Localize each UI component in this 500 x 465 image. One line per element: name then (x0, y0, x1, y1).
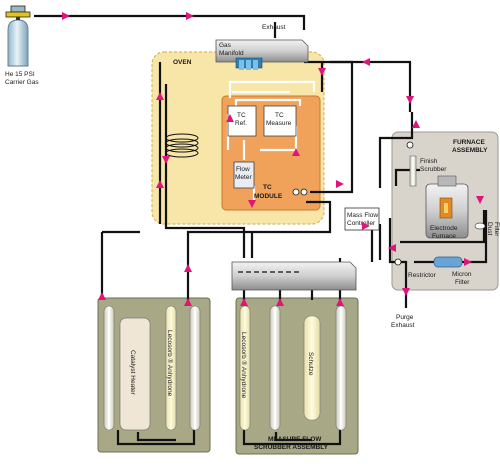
he-carrier-gas-tank (5, 5, 31, 67)
micron-filter-label-1: Micron (452, 271, 472, 278)
oven-coil (165, 133, 199, 158)
purge-exhaust-label-1: Purge (396, 314, 414, 321)
oven-label: OVEN (173, 59, 192, 66)
finish-scrubber-label-2: Scrubber (420, 166, 447, 173)
measure-flow-label-2: SCRUBBER ASSEMBLY (254, 444, 329, 451)
he-tank-label-2: Carrier Gas (5, 79, 39, 86)
dust-filter (474, 222, 486, 230)
lecosorb-right-label: Lecosorb ® Anhydrone (240, 332, 248, 399)
micron-filter (433, 256, 463, 268)
dust-filter-label-2: Filter (493, 222, 500, 237)
lecosorb-left-label: Lecosorb ® Anhydrone (166, 330, 174, 397)
gas-manifold-label-2: Manifold (219, 50, 244, 57)
measure-flow-scrubber-panel (235, 297, 359, 455)
tc-measure-label-2: Measure (266, 120, 292, 127)
exhaust-label: Exhaust (262, 24, 286, 31)
electrode-furnace (425, 175, 469, 239)
flow-meter-label-1: Flow (236, 166, 250, 173)
measure-flow-label-1: MEASURE FLOW (268, 436, 322, 443)
catalyst-heater-label: Catalyst Heater (129, 350, 136, 396)
tc-module-label-1: TC (263, 184, 272, 191)
valve-markers (292, 141, 414, 266)
gas-manifold (215, 39, 309, 70)
finish-scrubber-label-1: Finish (420, 158, 438, 165)
tc-ref-label-2: Ref. (235, 120, 247, 127)
finish-scrubber-tube (409, 155, 417, 187)
he-tank-label-1: He 15 PSI (5, 71, 35, 78)
gas-manifold-label-1: Gas (219, 42, 232, 49)
purge-exhaust-label-2: Exhaust (391, 322, 415, 329)
tc-measure-label-1: TC (275, 112, 284, 119)
mass-flow-label-1: Mass Flow (347, 212, 378, 219)
dust-filter-label-1: Dust (486, 222, 493, 236)
measure-manifold-block (231, 261, 357, 291)
restrictor-label: Restrictor (408, 272, 437, 279)
flow-meter (233, 161, 255, 189)
tc-module-label-2: MODULE (254, 193, 283, 200)
flow-direction-arrows (62, 12, 484, 306)
left-scrubber-tubes (103, 305, 201, 431)
pipe-network (34, 14, 488, 446)
electrode-furnace-label-1: Electrode (430, 225, 458, 232)
furnace-assembly-label-1: FURNACE (453, 139, 485, 146)
schutze-label: Schutze (307, 352, 314, 376)
tc-ref-label-1: TC (237, 112, 246, 119)
mass-flow-label-2: Controller (347, 220, 376, 227)
furnace-assembly-label-2: ASSEMBLY (452, 147, 488, 154)
tc-measure-cell (263, 105, 297, 137)
micron-filter-label-2: Filter (455, 279, 470, 286)
measure-flow-tubes (239, 305, 347, 431)
electrode-furnace-label-2: Furnace (432, 233, 456, 240)
flow-meter-label-2: Meter (235, 174, 252, 181)
